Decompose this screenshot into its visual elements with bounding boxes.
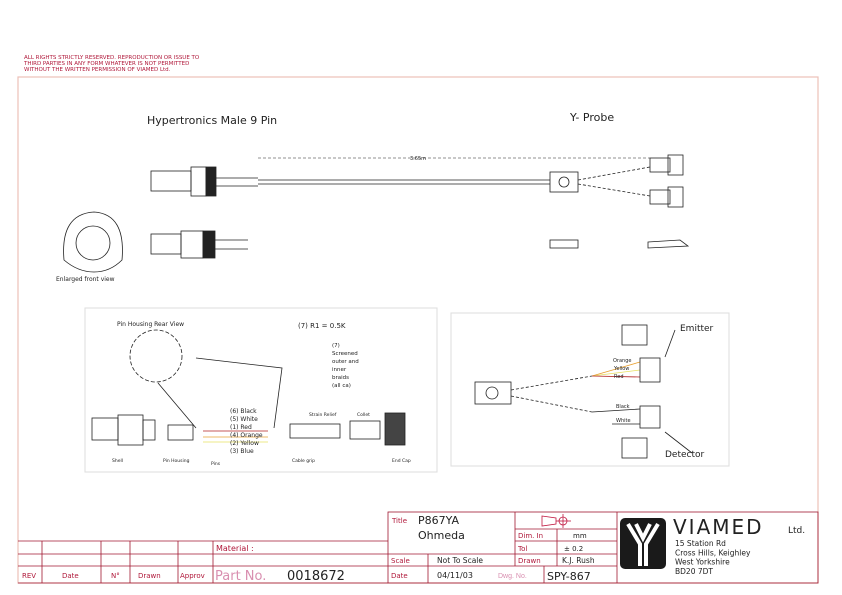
resistor-note: (7) R1 = 0.5K bbox=[298, 322, 346, 330]
part-label: Cable grip bbox=[292, 458, 315, 464]
company-name: VIAMED bbox=[673, 515, 764, 539]
part-label: Shell bbox=[112, 458, 123, 464]
emitter-label: Emitter bbox=[680, 324, 714, 334]
probe-detail: Orange Yellow Red Black White Emitter De… bbox=[474, 324, 714, 460]
material-label: Material : bbox=[216, 544, 254, 553]
address-line: BD20 7DT bbox=[675, 567, 713, 576]
part-no-label: Part No. bbox=[215, 569, 266, 584]
note-line: braids bbox=[332, 375, 349, 381]
note-line: inner bbox=[332, 367, 347, 373]
part-label: Collet bbox=[357, 412, 370, 418]
wire-label: (4) Orange bbox=[230, 432, 263, 439]
notice-line: WITHOUT THE WRITTEN PERMISSION OF VIAMED… bbox=[24, 67, 171, 73]
approved-header: Approv bbox=[180, 572, 205, 580]
screen-note: (7) Screened outer and inner braids (all… bbox=[332, 343, 359, 389]
rear-view-label: Pin Housing Rear View bbox=[117, 321, 184, 328]
note-line: Screened bbox=[332, 351, 358, 357]
title-line-1: P867YA bbox=[418, 514, 459, 527]
dwg-no-value: SPY-867 bbox=[547, 570, 591, 583]
note-line: (all ca) bbox=[332, 383, 351, 389]
viamed-logo bbox=[620, 518, 666, 569]
cable-assembly-drawing: Hypertronics Male 9 Pin Y- Probe 3.65m E… bbox=[56, 111, 690, 283]
dim-in-value: mm bbox=[573, 532, 587, 540]
rev-header: REV bbox=[22, 572, 36, 580]
note-line: (7) bbox=[332, 343, 340, 349]
part-no: 0018672 bbox=[287, 569, 345, 584]
wire-label: Yellow bbox=[613, 366, 629, 372]
date-header: Date bbox=[62, 572, 79, 580]
address-line: West Yorkshire bbox=[675, 558, 730, 567]
projection-symbol-icon bbox=[541, 514, 571, 528]
date-label: Date bbox=[391, 572, 408, 580]
probe-title: Y- Probe bbox=[569, 111, 614, 124]
title-line-2: Ohmeda bbox=[418, 529, 465, 542]
copyright-notice: ALL RIGHTS STRICTLY RESERVED. REPRODUCTI… bbox=[23, 55, 200, 73]
part-label: Pins bbox=[211, 461, 221, 467]
tol-value: ± 0.2 bbox=[564, 545, 583, 553]
wire-label: Black bbox=[616, 404, 630, 410]
notice-line: ALL RIGHTS STRICTLY RESERVED. REPRODUCTI… bbox=[24, 55, 200, 61]
company-address: 15 Station Rd Cross Hills, Keighley West… bbox=[675, 539, 751, 576]
wire-label: (5) White bbox=[230, 416, 258, 423]
part-label: Strain Relief bbox=[309, 412, 337, 418]
part-label: Pin Housing bbox=[163, 458, 190, 464]
wire-label: (2) Yellow bbox=[230, 440, 259, 447]
part-label: End Cap bbox=[392, 458, 411, 464]
notice-line: THIRD PARTIES IN ANY FORM WHATEVER IS NO… bbox=[23, 61, 189, 67]
dim-in-label: Dim. In bbox=[518, 532, 543, 540]
wire-label: Red bbox=[614, 374, 624, 380]
wire-label: (6) Black bbox=[230, 408, 257, 415]
detector-label: Detector bbox=[665, 450, 705, 460]
address-line: 15 Station Rd bbox=[675, 539, 726, 548]
scale-label: Scale bbox=[391, 557, 410, 565]
detail-panel-probe bbox=[450, 312, 730, 467]
connector-title: Hypertronics Male 9 Pin bbox=[147, 114, 277, 127]
scale-value: Not To Scale bbox=[437, 556, 483, 565]
detail-panel-wiring bbox=[84, 307, 438, 473]
address-line: Cross Hills, Keighley bbox=[675, 548, 751, 557]
tol-label: Tol bbox=[517, 545, 527, 553]
note-line: outer and bbox=[332, 359, 359, 365]
wire-label: (1) Red bbox=[230, 424, 252, 431]
wire-label: (3) Blue bbox=[230, 448, 254, 455]
revision-headers: REV Date N° Drawn Approv bbox=[22, 572, 205, 580]
title-block bbox=[387, 511, 819, 584]
company-suffix: Ltd. bbox=[788, 526, 805, 536]
date-value: 04/11/03 bbox=[437, 571, 473, 580]
wire-label: Orange bbox=[613, 358, 631, 364]
drawn-label: Drawn bbox=[518, 557, 541, 565]
title-label: Title bbox=[391, 517, 407, 525]
number-header: N° bbox=[111, 572, 120, 580]
drawn-header: Drawn bbox=[138, 572, 161, 580]
dwg-no-label: Dwg. No. bbox=[498, 573, 527, 580]
wire-label: White bbox=[616, 418, 631, 424]
cable-length: 3.65m bbox=[410, 156, 426, 162]
front-view-label: Enlarged front view bbox=[56, 276, 115, 283]
revision-block bbox=[18, 540, 388, 584]
drawn-value: K.J. Rush bbox=[562, 556, 595, 565]
wiring-detail: Pin Housing Rear View (7) R1 = 0.5K (7) … bbox=[91, 321, 411, 467]
